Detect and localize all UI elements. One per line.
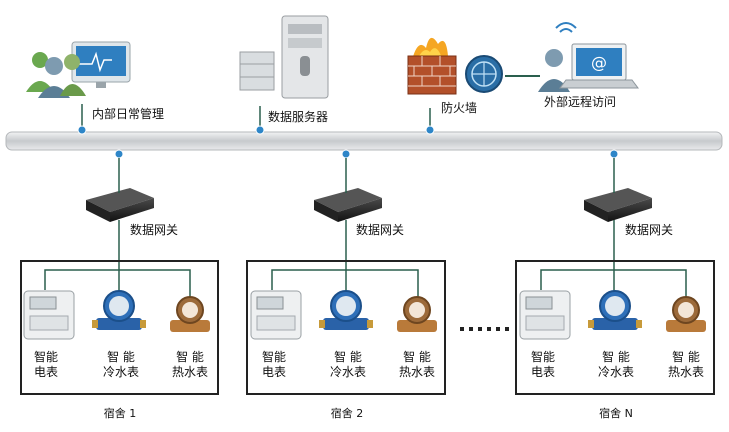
internal-mgmt-label: 内部日常管理 (92, 107, 165, 121)
network-bus (5, 131, 723, 151)
firewall-label: 防火墙 (441, 101, 478, 115)
cold-water-meter-icon (588, 290, 642, 330)
dorm-box (20, 260, 219, 395)
gateway-label: 数据网关 (625, 223, 674, 237)
cold-water-meter-label: 智 能冷水表 (597, 350, 634, 379)
server-icon (239, 15, 329, 99)
gateway-icon (86, 188, 154, 222)
bus-nodes (77, 125, 619, 159)
dorm-label: 宿舍 1 (103, 407, 137, 420)
remote-access-label: 外部远程访问 (544, 95, 617, 109)
hot-water-meter-label: 智 能热水表 (667, 350, 704, 379)
dorm-internal-lines (44, 269, 687, 298)
gateway-icon (314, 188, 382, 222)
hot-water-meter-label: 智 能热水表 (398, 350, 435, 379)
dorm-box (246, 260, 446, 395)
dorm-label: 宿舍 N (599, 407, 633, 420)
cold-water-meter-icon (92, 290, 146, 330)
gateway-connectors (118, 158, 615, 270)
electric-meter-icon (519, 290, 571, 340)
cold-water-meter-icon (319, 290, 373, 330)
svg-text:@: @ (591, 53, 607, 72)
device-layer (23, 290, 706, 340)
electric-meter-label: 智能电表 (530, 350, 555, 379)
electric-meter-label: 智能电表 (33, 350, 58, 379)
electric-meter-icon (23, 290, 75, 340)
gateway-icon (584, 188, 652, 222)
hot-water-meter-label: 智 能热水表 (171, 350, 208, 379)
people-monitor-icon (26, 41, 131, 98)
cold-water-meter-label: 智 能冷水表 (329, 350, 366, 379)
electric-meter-label: 智能电表 (261, 350, 286, 379)
gateway-label: 数据网关 (356, 223, 405, 237)
hot-water-meter-icon (397, 296, 437, 332)
hot-water-meter-icon (666, 296, 706, 332)
gateway-label: 数据网关 (130, 223, 179, 237)
ellipsis-dots (460, 327, 509, 331)
hot-water-meter-icon (170, 296, 210, 332)
remote-access-icon: @ (538, 22, 639, 92)
firewall-icon (407, 37, 503, 95)
dorm-label: 宿舍 2 (330, 407, 364, 420)
electric-meter-icon (250, 290, 302, 340)
cold-water-meter-label: 智 能冷水表 (102, 350, 139, 379)
dorm-box (515, 260, 715, 395)
data-server-label: 数据服务器 (268, 110, 329, 124)
